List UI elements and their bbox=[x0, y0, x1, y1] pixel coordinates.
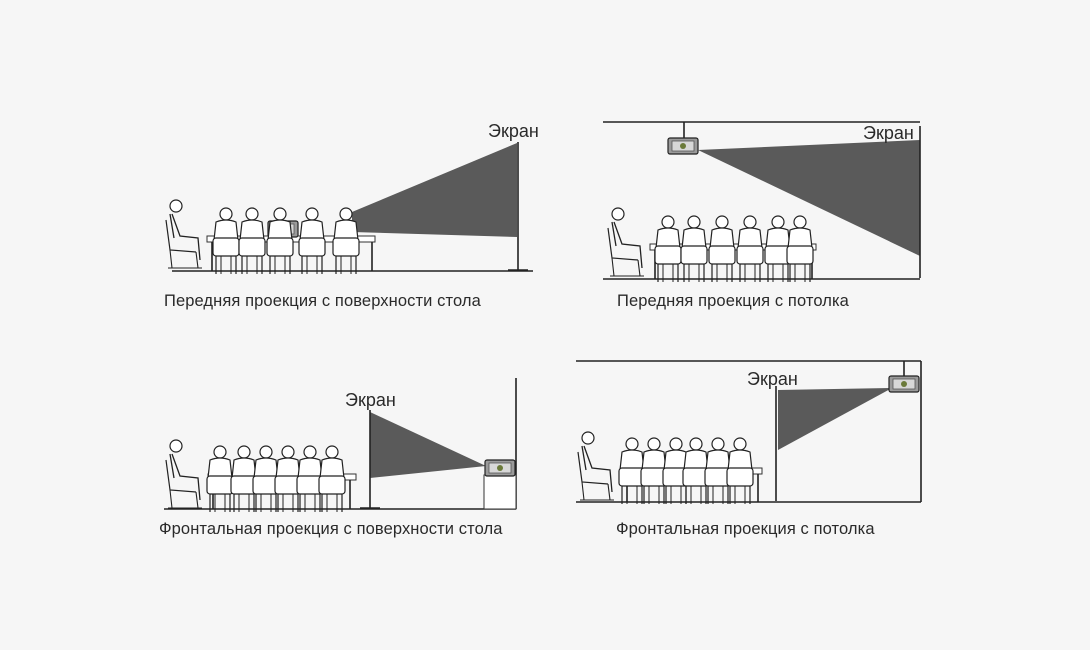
projection-beam bbox=[352, 143, 517, 237]
projector bbox=[667, 137, 699, 155]
projection-beam bbox=[778, 388, 892, 450]
caption-front-desk: Передняя проекция с поверхности стола bbox=[164, 292, 481, 310]
screen-label: Экран bbox=[488, 121, 539, 141]
screen-label: Экран bbox=[863, 123, 914, 143]
screen-label: Экран bbox=[747, 369, 798, 389]
projection-beam bbox=[698, 140, 920, 256]
panel-rear-desk: Экран bbox=[164, 378, 517, 513]
projection-beam bbox=[370, 412, 486, 478]
caption-front-ceiling: Передняя проекция с потолка bbox=[617, 292, 849, 310]
panel-rear-ceiling: Экран bbox=[576, 360, 922, 505]
panel-front-desk: Экран bbox=[165, 121, 539, 275]
projector bbox=[484, 459, 516, 477]
projector bbox=[888, 375, 920, 393]
screen-label: Экран bbox=[345, 390, 396, 410]
caption-rear-ceiling: Фронтальная проекция с потолка bbox=[616, 520, 875, 538]
panel-front-ceiling: Экран bbox=[603, 121, 921, 283]
caption-rear-desk: Фронтальная проекция с поверхности стола bbox=[159, 520, 503, 538]
